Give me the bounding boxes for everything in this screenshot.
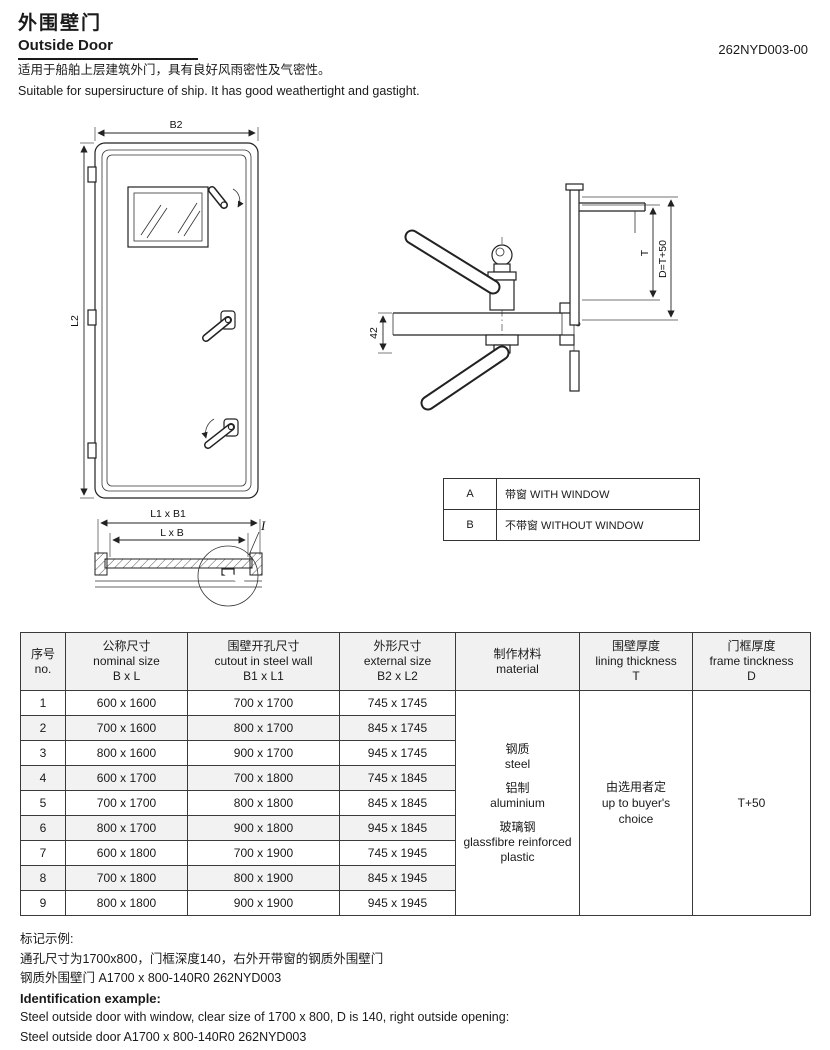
legend-row: A 带窗 WITH WINDOW — [443, 478, 700, 510]
door-elevation-drawing: B2 L2 — [69, 119, 259, 499]
title-english: Outside Door — [18, 37, 198, 60]
legend-key-a: A — [443, 478, 497, 510]
door-window — [127, 186, 209, 248]
footer-line-cn-1: 通孔尺寸为1700x800，门框深度140，右外开带窗的钢质外围壁门 — [20, 951, 384, 966]
dim-label-lb: L x B — [160, 527, 184, 539]
lining-thickness-cell: 由选用者定 up to buyer's choice — [579, 690, 693, 916]
middle-handle-icon — [202, 310, 236, 342]
dim-label-d: D=T+50 — [657, 240, 669, 278]
technical-drawing: B2 L2 — [69, 119, 678, 607]
legend-label-with-window: 带窗 WITH WINDOW — [496, 478, 700, 510]
material-cell: 钢质 steel 铝制 aluminium 玻璃钢 glassfibre rei… — [455, 690, 580, 916]
column-header-cutout-size: 围壁开孔尺寸 cutout in steel wall B1 x L1 — [187, 632, 340, 691]
identification-example: 标记示例: 通孔尺寸为1700x800，门框深度140，右外开带窗的钢质外围壁门… — [20, 930, 509, 1047]
column-header-material: 制作材料 material — [455, 632, 580, 691]
window-latch-icon — [208, 186, 244, 209]
specification-table: 序号 no. 公称尺寸 nominal size B x L 围壁开孔尺寸 cu… — [20, 632, 811, 916]
title-chinese: 外围壁门 — [18, 13, 103, 34]
table-header-row: 序号 no. 公称尺寸 nominal size B x L 围壁开孔尺寸 cu… — [20, 632, 811, 691]
door-plan-section-drawing: L1 x B1 L x B I — [94, 508, 266, 607]
legend-row: B 不带窗 WITHOUT WINDOW — [443, 509, 700, 541]
table-row: 5 700 x 1700 800 x 1800 845 x 1845 — [20, 790, 811, 816]
table-row: 9 800 x 1800 900 x 1900 945 x 1945 — [20, 890, 811, 916]
table-row: 6 800 x 1700 900 x 1800 945 x 1845 — [20, 815, 811, 841]
bottom-handle-icon — [201, 418, 239, 449]
column-header-no: 序号 no. — [20, 632, 66, 691]
footer-line-en-2: Steel outside door A1700 x 800-140R0 262… — [20, 1029, 307, 1044]
description-chinese: 适用于船舶上层建筑外门，具有良好风雨密性及气密性。 — [18, 63, 331, 77]
legend-key-b: B — [443, 509, 497, 541]
frame-section-drawing: T D=T+50 — [565, 183, 678, 392]
handle-section-drawing: 42 — [368, 229, 581, 411]
column-header-external-size: 外形尺寸 external size B2 x L2 — [339, 632, 456, 691]
dim-label-t: T — [639, 249, 651, 256]
description-english: Suitable for supersiructure of ship. It … — [18, 84, 420, 98]
legend-label-without-window: 不带窗 WITHOUT WINDOW — [496, 509, 700, 541]
footer-line-en-1: Steel outside door with window, clear si… — [20, 1010, 510, 1024]
detail-label-i: I — [260, 518, 266, 533]
spec-table-wrap: 序号 no. 公称尺寸 nominal size B x L 围壁开孔尺寸 cu… — [20, 632, 811, 916]
document-number: 262NYD003-00 — [718, 42, 808, 57]
page-title: 外围壁门 Outside Door — [18, 8, 198, 60]
table-row: 2 700 x 1600 800 x 1700 845 x 1745 — [20, 715, 811, 741]
footer-line-en-title: Identification example: — [20, 990, 161, 1006]
table-row: 1 600 x 1600 700 x 1700 745 x 1745 钢质 st… — [20, 690, 811, 916]
column-header-frame-thickness: 门框厚度 frame tinckness D — [692, 632, 811, 691]
window-option-legend: A 带窗 WITH WINDOW B 不带窗 WITHOUT WINDOW — [443, 478, 700, 541]
column-header-nominal-size: 公称尺寸 nominal size B x L — [65, 632, 188, 691]
dim-label-b2: B2 — [170, 119, 183, 131]
dim-label-l2: L2 — [69, 315, 81, 327]
column-header-lining-thickness: 围壁厚度 lining thickness T — [579, 632, 693, 691]
dim-label-42: 42 — [368, 327, 380, 339]
description: 适用于船舶上层建筑外门，具有良好风雨密性及气密性。 Suitable for s… — [18, 60, 420, 102]
frame-thickness-cell: T+50 — [692, 690, 811, 916]
footer-line-cn-title: 标记示例: — [20, 932, 74, 946]
dim-label-l1b1: L1 x B1 — [150, 508, 186, 520]
footer-line-cn-2: 钢质外围壁门 A1700 x 800-140R0 262NYD003 — [20, 971, 282, 985]
hinge-icons — [87, 166, 97, 459]
